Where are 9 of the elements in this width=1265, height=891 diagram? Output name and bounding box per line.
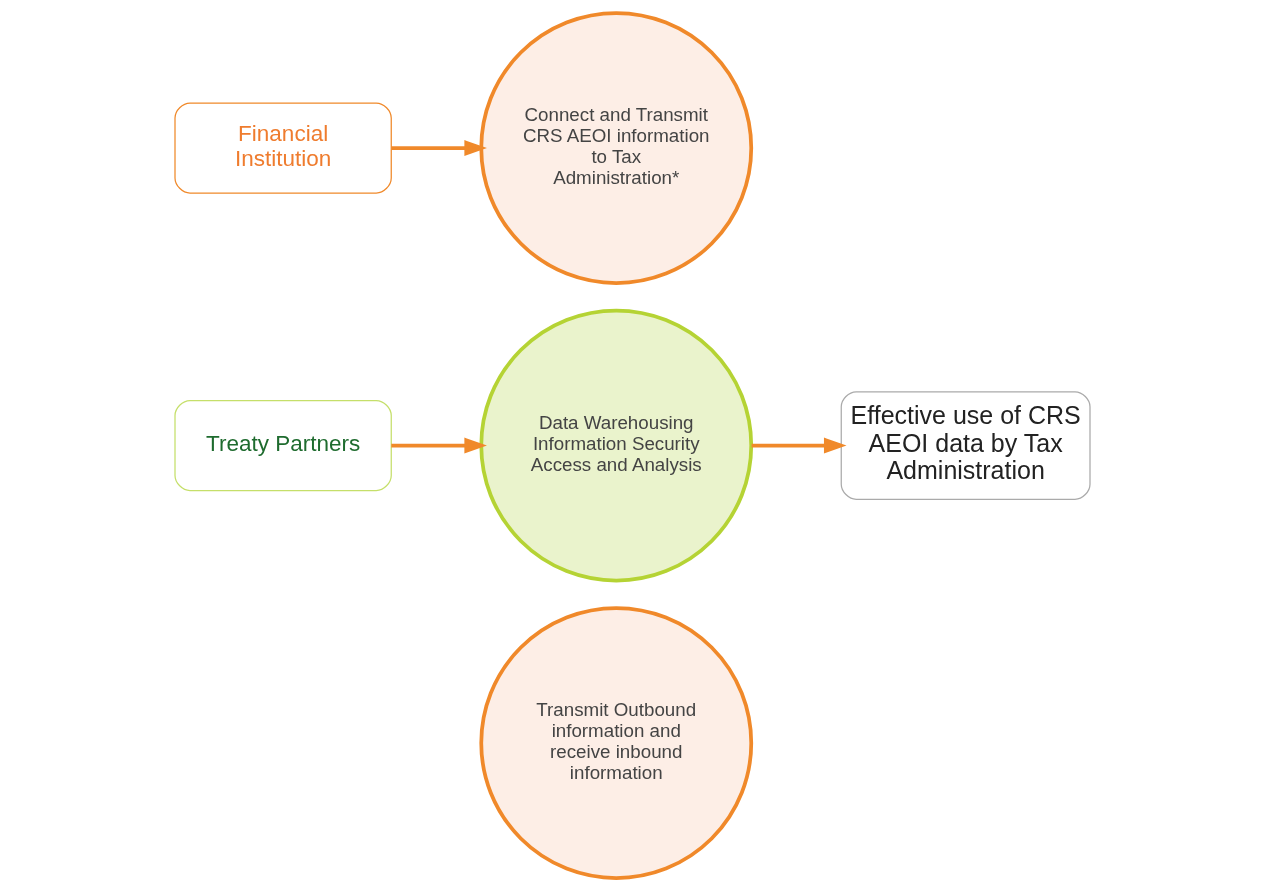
arrow <box>391 437 487 454</box>
node-box: Effective use of CRS AEOI data by Tax Administration <box>840 391 1091 500</box>
arrow <box>751 437 847 454</box>
node-circle: Data Warehousing Information Security Access and Analysis <box>479 308 754 583</box>
node-box: Treaty Partners <box>174 399 392 492</box>
arrow <box>391 140 487 156</box>
node-circle: Transmit Outbound information and receive inbound information <box>479 606 754 880</box>
node-box: Financial Institution <box>174 102 392 194</box>
node-circle: Connect and Transmit CRS AEOI information to Tax Administration* <box>479 11 754 285</box>
